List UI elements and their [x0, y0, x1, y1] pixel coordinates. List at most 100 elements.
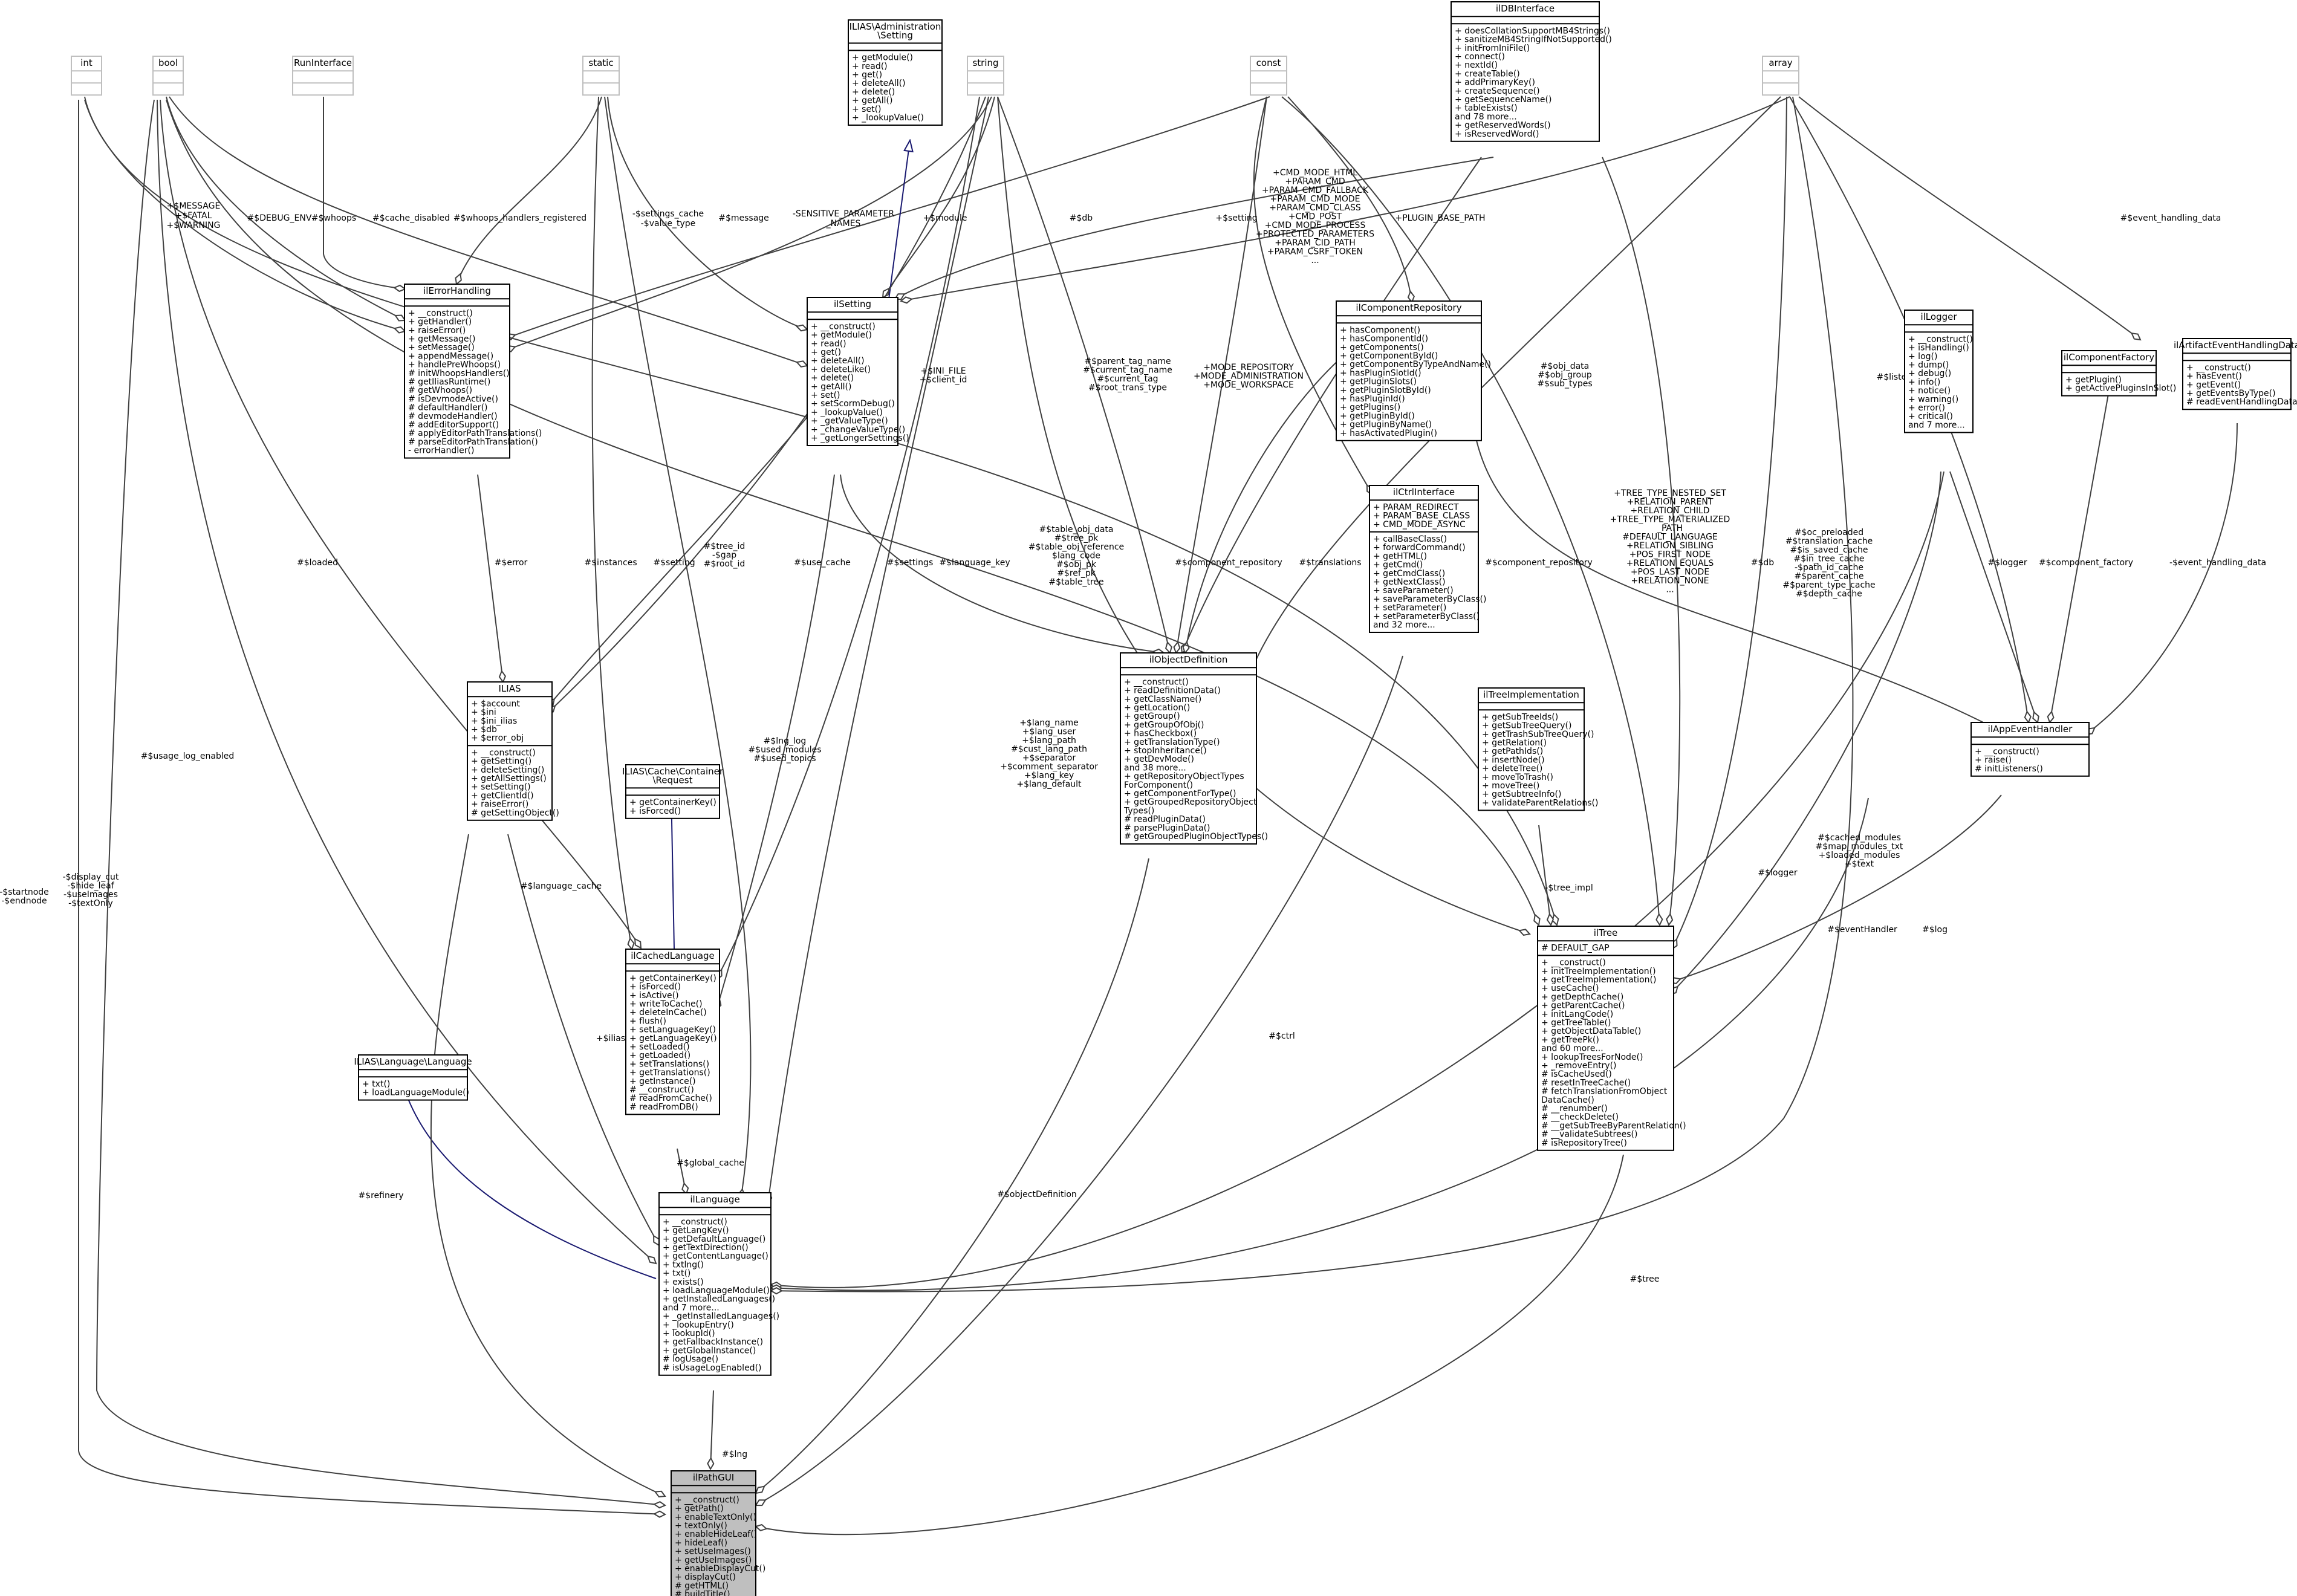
class-method: + initFromIniFile(): [1455, 44, 1530, 53]
class-method: + __construct(): [1541, 958, 1606, 968]
class-method: + _lookupEntry(): [663, 1320, 734, 1330]
class-attribute: + PARAM_BASE_CLASS: [1373, 511, 1470, 521]
edge-ilias-language: [507, 834, 659, 1245]
class-name: ilLanguage: [690, 1194, 739, 1205]
edge-dbinterface-tree: [1602, 157, 1681, 925]
class-method: # resetInTreeCache(): [1541, 1078, 1631, 1088]
class-box: [1250, 56, 1287, 96]
class-method: + _getInstalledLanguages(): [663, 1312, 779, 1322]
edge-label-use-cache: #$use_cache: [794, 558, 851, 568]
edge-string-language: [768, 96, 989, 1203]
edge-label-line: #$map_modules_txt: [1816, 842, 1903, 852]
edge-array-setting: [901, 96, 1790, 301]
edge-label-line: -SENSITIVE_PARAMETER: [793, 209, 895, 219]
class-box: [404, 284, 510, 459]
edge-static-errorhandling: [456, 96, 602, 284]
edge-label-line: #$cached_modules: [1818, 833, 1901, 843]
class-method: + getSubTreeQuery(): [1482, 721, 1571, 731]
class-method: + getMessage(): [408, 334, 475, 344]
class-name: \Setting: [877, 30, 913, 41]
class-attribute: + $account: [471, 699, 520, 709]
class-name: \Request: [653, 774, 693, 785]
class-name: ilTree: [1594, 927, 1618, 938]
edge-label-tree-impl-rel: -$tree_impl: [1545, 883, 1593, 893]
edge-label-line: #$translation_cache: [1785, 537, 1873, 547]
edge-label-line: +$INI_FILE: [920, 366, 966, 376]
class-method: # isUsageLogEnabled(): [663, 1363, 762, 1373]
edge-label-line: #$in_tree_cache: [1793, 554, 1864, 564]
class-method: # getSettingObject(): [471, 808, 559, 818]
class-method: + hasActivatedPlugin(): [1340, 429, 1437, 438]
class-box: [1478, 687, 1585, 811]
edge-label-line: +RELATION_EQUALS: [1626, 559, 1714, 568]
class-method: + __construct(): [675, 1495, 739, 1505]
edge-label-line: +$loaded_modules: [1819, 851, 1900, 860]
class-method: + getTreePk(): [1541, 1035, 1599, 1045]
class-method: + getLoaded(): [629, 1051, 690, 1060]
class-method: + lookupTreesForNode(): [1541, 1053, 1643, 1062]
edge-logger-tree: [1670, 471, 1941, 994]
class-method: + isHandling(): [1908, 343, 1969, 353]
class-method: + getTextDirection(): [663, 1243, 749, 1253]
edge-label-lng: #$lng: [722, 1450, 747, 1459]
class-method: # initWhoopsHandlers(): [408, 369, 510, 378]
class-method: + getReservedWords(): [1455, 121, 1551, 131]
edge-array-tree: [1672, 96, 1787, 949]
class-attribute: + $error_obj: [471, 733, 524, 743]
class-static: static: [582, 56, 620, 96]
edge-label-line: #$is_saved_cache: [1790, 545, 1868, 555]
edge-language-pathgui: [710, 1390, 713, 1469]
class-method: and 7 more...: [1908, 420, 1965, 430]
class-method: # getHTML(): [675, 1581, 729, 1591]
edge-label-line: #$parent_type_cache: [1782, 580, 1875, 590]
class-method: + __construct(): [1908, 334, 1973, 344]
edge-label-whoops: #$whoops: [311, 213, 356, 223]
class-method: + _getLongerSettings(): [811, 433, 909, 443]
edge-label-line: +PARAM_CMD: [1285, 177, 1345, 187]
edge-label-refinery: #$refinery: [358, 1191, 403, 1201]
edge-label-line: #$used_modules: [748, 745, 821, 755]
class-method: + loadLanguageModule(): [362, 1088, 469, 1098]
class-method: and 32 more...: [1373, 620, 1435, 630]
edge-array-language: [771, 96, 1854, 1292]
class-int: int: [71, 56, 102, 96]
class-method: + __construct(): [1124, 677, 1189, 687]
class-method: + deleteAll(): [811, 356, 865, 366]
edge-const-errorhandling: [505, 96, 1270, 339]
class-method: + moveTree(): [1482, 781, 1539, 791]
class-method: + hasComponent(): [1340, 325, 1420, 335]
edge-int-pathgui: [78, 100, 665, 1514]
edge-label-component-repository-aeh: #$component_repository: [1485, 558, 1593, 568]
class-method: + set(): [852, 105, 882, 114]
edge-label-setting-rel: #$setting: [653, 558, 695, 568]
edge-label-line: #$sub_types: [1537, 379, 1592, 389]
edge-label-line: #$current_tag_name: [1083, 366, 1172, 375]
edge-label-line: _PATH: [1657, 524, 1683, 533]
edge-label-line: #$obj_data: [1541, 362, 1590, 371]
class-method: + getHandler(): [408, 317, 472, 327]
edge-bool-pathgui: [96, 99, 665, 1505]
class-method: + initTreeImplementation(): [1541, 967, 1656, 976]
edges: [78, 96, 2238, 1536]
edge-label-settings: #$settings: [887, 558, 933, 568]
class-method: and 78 more...: [1455, 112, 1517, 122]
class-method: + getPath(): [675, 1504, 724, 1514]
class-method: + getParentCache(): [1541, 1001, 1625, 1011]
class-method: + __construct(): [663, 1217, 727, 1227]
class-method: + _changeValueType(): [811, 425, 905, 435]
class-admin-setting: ILIAS\Administration\Setting+ getModule(…: [848, 19, 943, 126]
class-box: [1369, 485, 1479, 633]
class-method: + hasComponentId(): [1340, 334, 1428, 344]
edge-label-plugin-base: +PLUGIN_BASE_PATH: [1395, 213, 1485, 223]
edge-label-line: #$root_id: [704, 559, 745, 569]
class-method: + getGlobalInstance(): [663, 1346, 756, 1355]
class-method: + isReservedWord(): [1455, 129, 1539, 139]
edge-label-line: +$lang_user: [1022, 727, 1076, 737]
edge-label-line: #$depth_cache: [1796, 589, 1862, 599]
edge-label-line: +RELATION_SIBLING: [1626, 541, 1714, 551]
class-language: ilLanguage+ __construct()+ getLangKey()+…: [658, 1192, 779, 1376]
class-method: + isForced(): [629, 982, 681, 992]
class-box: [1970, 722, 2090, 777]
class-attribute: + PARAM_REDIRECT: [1373, 502, 1459, 512]
